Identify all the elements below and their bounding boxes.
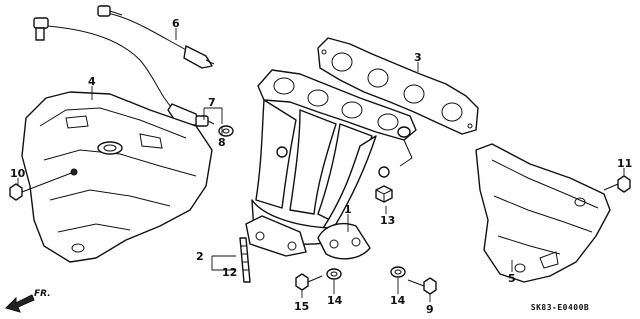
exhaust-manifold[interactable]: [245, 69, 417, 257]
sensor-gasket-ring[interactable]: [218, 125, 234, 137]
manifold-gasket[interactable]: [317, 37, 479, 135]
callout-3: 3: [414, 51, 422, 64]
callout-9: 9: [426, 303, 434, 316]
callout-8: 8: [218, 136, 226, 149]
callout-14-left: 14: [327, 294, 343, 307]
callout-7: 7: [208, 96, 216, 109]
shield-bolt-right[interactable]: [603, 175, 631, 193]
shield-bolt-left[interactable]: [9, 168, 78, 201]
front-direction-indicator: FR.: [5, 289, 51, 313]
callout-14-right: 14: [390, 294, 406, 307]
callout-6: 6: [172, 17, 180, 30]
front-arrow-icon: [5, 294, 35, 313]
washer-14-right[interactable]: [390, 266, 406, 278]
callout-12: 12: [222, 266, 237, 279]
callout-labels: 6 3 4 7 8 10 11 13 1 2 12 5 15 14 14 9: [10, 17, 632, 316]
washer-14-left[interactable]: [326, 268, 342, 280]
flange-nut[interactable]: [375, 185, 393, 203]
oxygen-sensor-upper[interactable]: [97, 5, 215, 69]
leader-lines: [17, 28, 625, 302]
callout-5: 5: [508, 272, 516, 285]
callout-15: 15: [294, 300, 309, 313]
callout-2: 2: [196, 250, 204, 263]
manifold-bracket[interactable]: [317, 222, 371, 260]
diagram-part-code: SK83-E0400B: [531, 303, 589, 312]
callout-10: 10: [10, 167, 26, 180]
callout-13: 13: [380, 214, 395, 227]
callout-1: 1: [344, 203, 352, 216]
callout-4: 4: [88, 75, 96, 88]
heat-shield-lower[interactable]: [475, 143, 611, 283]
heat-shield-upper[interactable]: [21, 91, 213, 263]
bracket-bolt-9[interactable]: [407, 277, 437, 295]
manifold-stud[interactable]: [239, 237, 251, 283]
oxygen-sensor-lower[interactable]: [33, 17, 215, 127]
bracket-bolt-15[interactable]: [295, 273, 323, 291]
callout-11: 11: [617, 157, 632, 170]
front-direction-label: FR.: [34, 289, 51, 299]
